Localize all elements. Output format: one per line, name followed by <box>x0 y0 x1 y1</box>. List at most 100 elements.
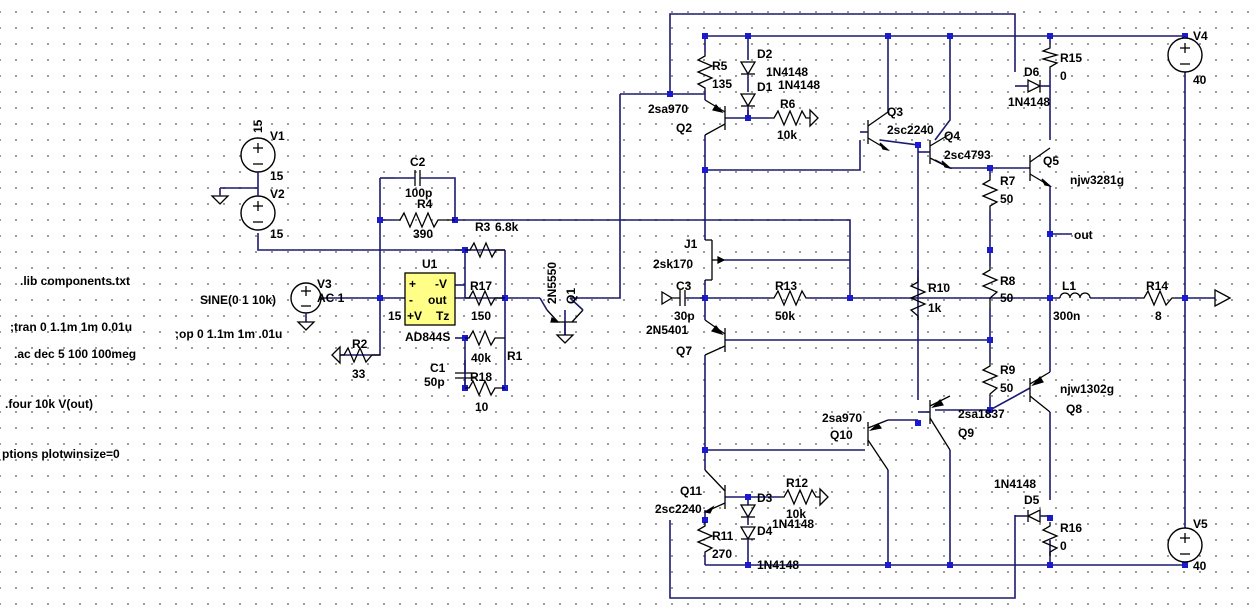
u1-symbol[interactable] <box>404 272 456 326</box>
r13-symbol[interactable] <box>770 289 808 307</box>
r11-symbol[interactable] <box>696 522 714 555</box>
ground-icon <box>331 345 341 365</box>
c3-name: C3 <box>676 279 692 293</box>
u1-pin-posv: +V <box>407 309 422 323</box>
r17-name: R17 <box>470 279 492 293</box>
d5-symbol[interactable] <box>1015 508 1050 524</box>
q1-symbol[interactable] <box>539 297 584 335</box>
v2-symbol[interactable] <box>240 188 276 231</box>
r16-value: 0 <box>1060 539 1067 553</box>
source-symbols <box>240 36 1203 563</box>
d1-symbol[interactable] <box>739 93 757 118</box>
v1-symbol[interactable] <box>240 137 276 188</box>
r4-symbol[interactable] <box>395 211 455 229</box>
r1-name: R1 <box>507 349 523 363</box>
d5-name: D5 <box>1024 493 1040 507</box>
r12-symbol[interactable] <box>780 488 820 506</box>
r11-value: 270 <box>712 547 732 561</box>
r3-symbol[interactable] <box>465 241 505 259</box>
r15-value: 0 <box>1060 69 1067 83</box>
q3-model: 2sc2240 <box>887 123 934 137</box>
ground-icon <box>819 487 829 507</box>
q10-model: 2sa970 <box>822 411 862 425</box>
r7-symbol[interactable] <box>981 176 999 210</box>
j1-symbol[interactable] <box>705 239 726 281</box>
q1-name: Q1 <box>564 288 578 304</box>
c2-symbol[interactable] <box>395 170 440 186</box>
r13-value: 50k <box>775 309 795 323</box>
transistor-symbols <box>539 99 1053 514</box>
c3-symbol[interactable] <box>661 290 705 306</box>
q2-symbol[interactable] <box>704 99 726 136</box>
d1-model: 1N4148 <box>778 78 820 92</box>
r16-symbol[interactable] <box>1041 522 1059 556</box>
r3-value: 6.8k <box>495 220 519 234</box>
r16-name: R16 <box>1060 521 1082 535</box>
q4-symbol[interactable] <box>918 133 953 170</box>
q7-symbol[interactable] <box>704 319 726 356</box>
q7-model: 2N5401 <box>646 323 688 337</box>
d6-model: 1N4148 <box>1008 95 1050 109</box>
r4-name: R4 <box>417 197 433 211</box>
r18-value: 10 <box>475 400 489 414</box>
directive-options: ptions plotwinsize=0 <box>2 447 120 461</box>
r11-name: R11 <box>712 529 734 543</box>
q10-symbol[interactable] <box>867 419 918 471</box>
d4-name: D4 <box>757 524 773 538</box>
r18-symbol[interactable] <box>465 379 505 397</box>
r9-symbol[interactable] <box>981 362 999 398</box>
r14-symbol[interactable] <box>1140 289 1175 307</box>
labels: .lib components.txt ;tran 0 1.1m 1m 0.01… <box>2 29 1208 573</box>
q5-name: Q5 <box>1043 154 1059 168</box>
u1-pin-plus: + <box>409 277 416 291</box>
q11-symbol[interactable] <box>703 469 726 514</box>
v1-topvalue: 15 <box>251 119 265 133</box>
c1-symbol[interactable] <box>455 360 475 388</box>
r17-symbol[interactable] <box>465 289 505 307</box>
resistor-symbols <box>340 44 1175 556</box>
r6-name: R6 <box>780 97 796 111</box>
ground-icon <box>210 195 230 205</box>
d2-symbol[interactable] <box>739 61 757 92</box>
v4-value: 40 <box>1193 73 1207 87</box>
r8-value: 50 <box>1000 291 1014 305</box>
q3-symbol[interactable] <box>860 100 891 152</box>
d4-model: 1N4148 <box>757 558 799 572</box>
q1-model: 2N5550 <box>545 262 559 304</box>
v5-symbol[interactable] <box>1167 527 1203 563</box>
r8-name: R8 <box>1000 274 1016 288</box>
v2-value: 15 <box>270 227 284 241</box>
r1-symbol[interactable] <box>465 329 505 347</box>
r2-symbol[interactable] <box>340 346 380 364</box>
v4-symbol[interactable] <box>1167 36 1203 73</box>
d5-model: 1N4148 <box>994 477 1036 491</box>
r15-symbol[interactable] <box>1040 44 1060 70</box>
d4-symbol[interactable] <box>739 526 757 545</box>
u1-name: U1 <box>422 257 438 271</box>
v3-sine: SINE(0 1 10k) <box>200 293 276 307</box>
q9-symbol[interactable] <box>918 395 951 451</box>
d6-symbol[interactable] <box>1015 78 1051 110</box>
l1-name: L1 <box>1062 279 1076 293</box>
r1-value: 40k <box>471 351 491 365</box>
q10-name: Q10 <box>830 428 853 442</box>
d3-symbol[interactable] <box>739 504 757 525</box>
r9-value: 50 <box>1000 381 1014 395</box>
q8-model: njw1302g <box>1060 382 1114 396</box>
r8-symbol[interactable] <box>981 266 999 308</box>
r10-symbol[interactable] <box>909 278 927 320</box>
r6-symbol[interactable] <box>770 109 810 127</box>
v3-symbol[interactable] <box>290 282 322 322</box>
l1-symbol[interactable] <box>1059 292 1091 299</box>
r6-value: 10k <box>777 128 797 142</box>
q8-symbol[interactable] <box>1029 300 1051 413</box>
u1-model: AD844S <box>405 330 450 344</box>
c1-name: C1 <box>430 361 446 375</box>
r5-symbol[interactable] <box>696 52 714 90</box>
v2-name: V2 <box>270 187 285 201</box>
q7-name: Q7 <box>676 344 692 358</box>
q9-model: 2sa1837 <box>958 407 1005 421</box>
q5-symbol[interactable] <box>1029 147 1053 188</box>
j1-model: 2sk170 <box>653 257 693 271</box>
